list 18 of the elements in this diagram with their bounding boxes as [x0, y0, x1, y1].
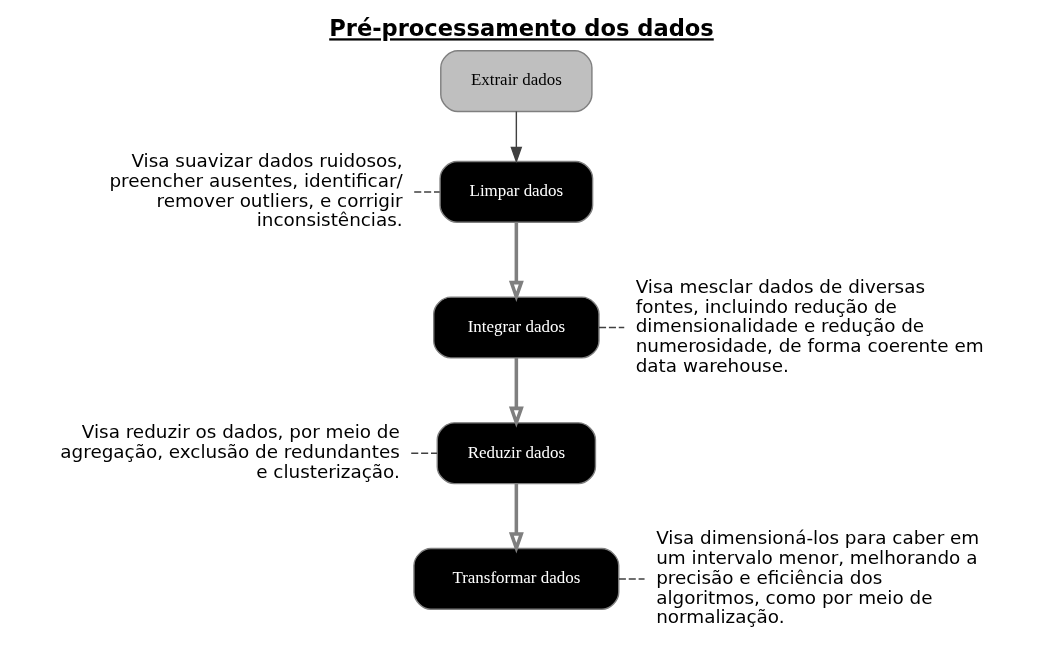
node-box: Reduzir dados — [436, 422, 597, 485]
node-box: Extrair dados — [440, 50, 593, 113]
node-text: Visa dimensioná-los para caber em um intervalo menor, melhorando a precisão e eficiência dos algoritmos, como por meio de normalização. — [656, 527, 980, 628]
connector — [413, 191, 441, 193]
node-box: Transformar dados — [413, 547, 620, 610]
arrow — [510, 110, 523, 164]
node-text: Visa reduzir os dados, por meio de agregação, exclusão de redundantes e clusterização. — [60, 421, 400, 482]
node-box: Integrar dados — [433, 296, 600, 359]
arrow — [508, 358, 524, 428]
node-text: Visa suavizar dados ruidosos, preencher ausentes, identificar/ remover outliers, e corrigir inconsistências. — [109, 150, 403, 231]
node-box: Limpar dados — [439, 160, 594, 223]
connector — [598, 326, 625, 329]
connector — [618, 578, 646, 580]
diagram-title: Pré-processamento dos dados — [329, 15, 714, 42]
connector — [410, 452, 438, 454]
node-text: Visa mesclar dados de diversas fontes, incluindo redução de dimensionalidade e redução de numerosidade, de forma coerente em data warehouse. — [635, 275, 984, 376]
arrow — [508, 483, 524, 554]
arrow — [508, 222, 524, 303]
